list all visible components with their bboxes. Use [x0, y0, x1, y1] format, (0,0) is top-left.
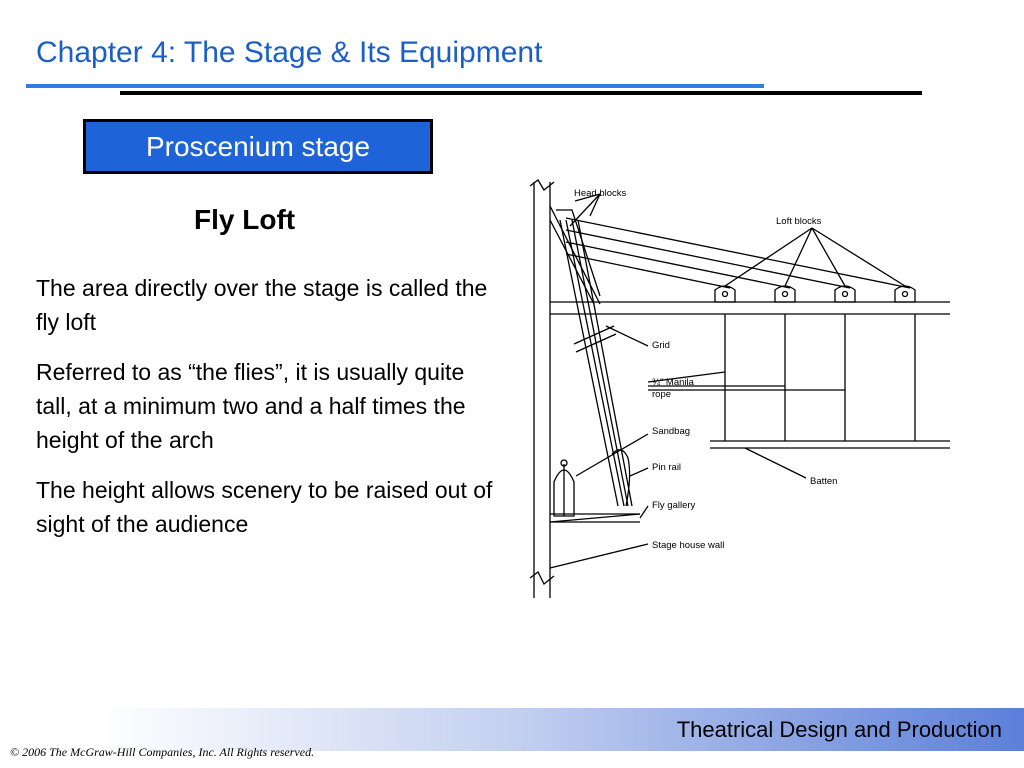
label-stage-house-wall: Stage house wall	[652, 540, 724, 551]
fly-loft-diagram: Head blocks Loft blocks Grid ¾″ Manila r…	[529, 179, 950, 598]
label-grid: Grid	[652, 340, 670, 351]
paragraph-3: The height allows scenery to be raised o…	[36, 477, 493, 537]
body-text: The area directly over the stage is call…	[36, 271, 506, 557]
title-underline-black	[120, 91, 922, 95]
section-subheading: Fly Loft	[194, 204, 296, 235]
label-fly-gallery: Fly gallery	[652, 500, 696, 511]
label-manila-rope-2: rope	[652, 389, 671, 400]
label-manila-rope-1: ¾″ Manila	[652, 377, 695, 388]
label-loft-blocks: Loft blocks	[776, 216, 822, 227]
footer-band	[96, 708, 1024, 751]
section-heading-box: Proscenium stage	[83, 119, 433, 174]
copyright-notice: © 2006 The McGraw-Hill Companies, Inc. A…	[10, 745, 315, 759]
title-underline-blue	[26, 84, 764, 88]
loft-block-icons	[714, 285, 916, 303]
paragraph-1: The area directly over the stage is call…	[36, 275, 488, 335]
page-title: Chapter 4: The Stage & Its Equipment	[36, 36, 543, 69]
footer-title: Theatrical Design and Production	[676, 717, 1002, 742]
paragraph-2: Referred to as “the flies”, it is usuall…	[36, 359, 466, 453]
label-batten: Batten	[810, 476, 837, 487]
sandbag-icon	[553, 469, 575, 517]
label-sandbag: Sandbag	[652, 426, 690, 437]
label-pin-rail: Pin rail	[652, 462, 681, 473]
label-head-blocks: Head blocks	[574, 188, 627, 199]
